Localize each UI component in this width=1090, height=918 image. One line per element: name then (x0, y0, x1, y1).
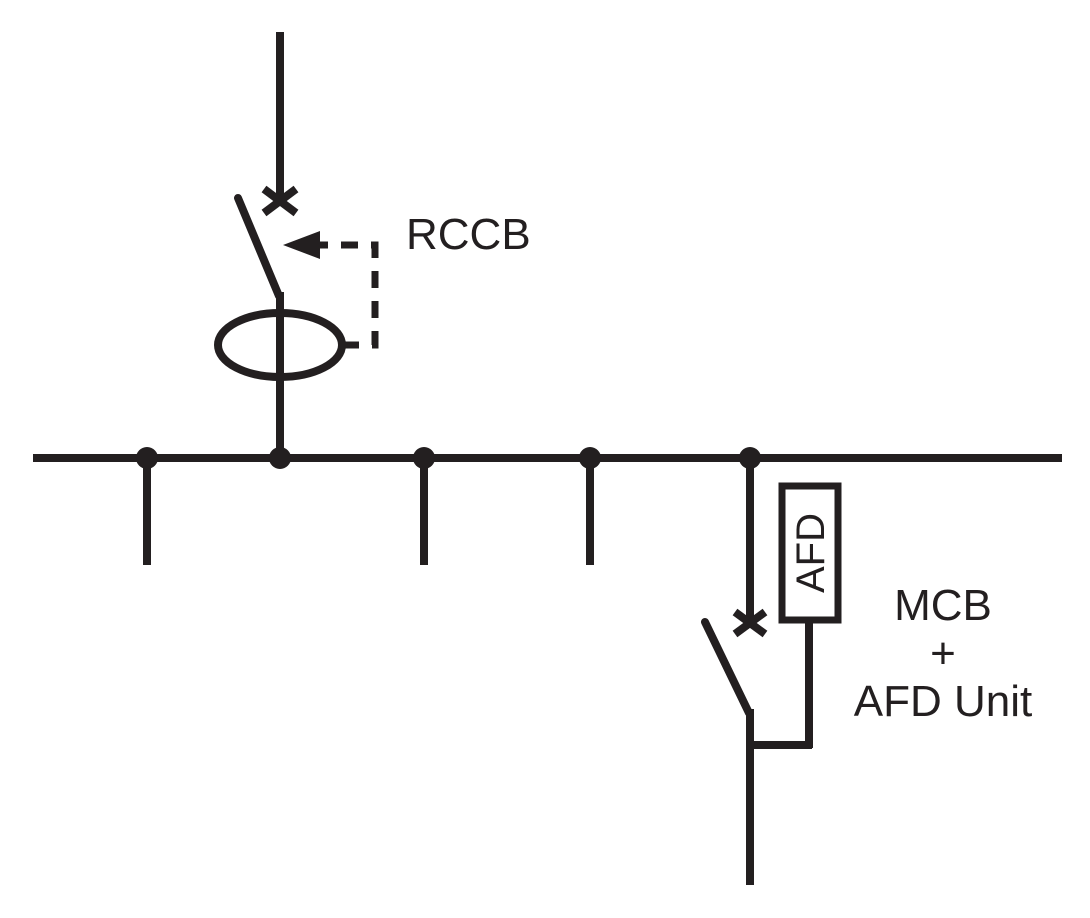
afd-module-box (778, 482, 842, 624)
rccb-switch-blade (234, 194, 283, 300)
rccb-contact-cross-icon (261, 185, 299, 217)
mcb-switch-blade (701, 618, 753, 717)
busbar-junction-dot (269, 447, 291, 469)
mcb-afd-unit-group: AFD MCB + AFD Unit (701, 458, 1032, 885)
afd-module-label: AFD (789, 513, 833, 593)
mcb-label-line-3: AFD Unit (854, 677, 1032, 726)
rccb-group: RCCB (214, 32, 531, 462)
rccb-trip-arrow-icon (283, 231, 320, 259)
busbar-group (33, 447, 1062, 469)
rccb-trip-link-dashed (298, 241, 379, 349)
mcb-label-line-2: + (930, 629, 956, 678)
mcb-label-line-1: MCB (894, 581, 992, 630)
mcb-contact-cross-icon (732, 608, 768, 638)
rccb-label: RCCB (406, 210, 531, 259)
outgoing-taps-group (143, 458, 594, 565)
